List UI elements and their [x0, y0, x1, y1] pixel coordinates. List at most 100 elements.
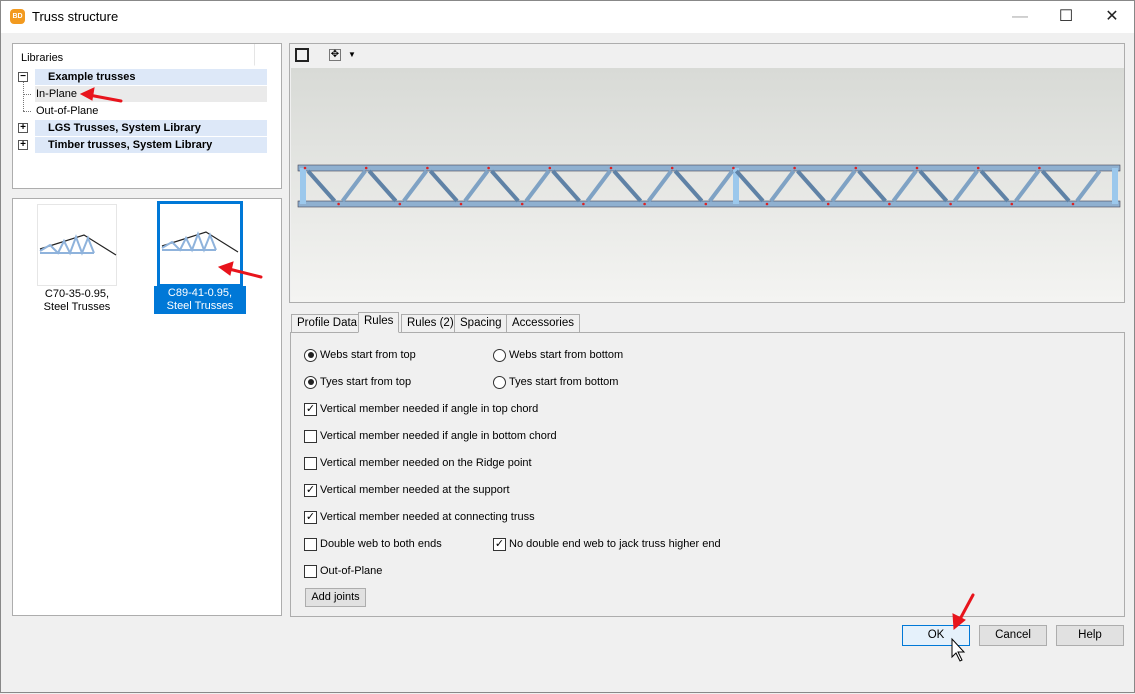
web-member: [1040, 169, 1071, 203]
tree-item-out-of-plane[interactable]: Out-of-Plane: [36, 105, 99, 117]
rule-checkbox[interactable]: Double web to both ends: [304, 537, 442, 551]
checkbox-icon: ✓: [304, 483, 317, 497]
checkbox-icon: ✓: [304, 510, 317, 524]
thumbnail-label-selected[interactable]: C89-41-0.95, Steel Trusses: [154, 286, 246, 314]
web-member: [306, 169, 337, 203]
tab-accessories[interactable]: Accessories: [506, 314, 580, 333]
web-member: [367, 169, 398, 203]
truss-preview-icon: [161, 231, 239, 253]
rule-checkbox[interactable]: ✓No double end web to jack truss higher …: [493, 537, 721, 551]
bottom-chord: [297, 200, 1121, 208]
viewport[interactable]: [291, 68, 1124, 302]
top-chord: [297, 164, 1121, 172]
tree-group-example-trusses[interactable]: Example trusses: [35, 69, 267, 85]
webs-bottom-radio[interactable]: Webs start from bottom: [493, 348, 623, 362]
collapse-icon[interactable]: −: [18, 72, 28, 82]
joint-marker: [888, 202, 891, 206]
web-member: [769, 169, 796, 203]
web-member: [585, 169, 612, 203]
web-member: [428, 169, 459, 203]
joint-marker: [303, 166, 307, 170]
checkbox-label: Out-of-Plane: [320, 565, 383, 577]
expand-icon[interactable]: +: [18, 123, 28, 133]
thumbnail-c89-selected[interactable]: [157, 201, 243, 287]
minimize-button[interactable]: —: [1012, 8, 1028, 25]
checkbox-label: No double end web to jack truss higher e…: [509, 538, 721, 550]
tab-profile-data[interactable]: Profile Data: [291, 314, 364, 333]
title-bar: BD Truss structure — ☐ ✕: [1, 1, 1134, 33]
cancel-button[interactable]: Cancel: [979, 625, 1047, 646]
radio-label: Tyes start from top: [320, 376, 412, 388]
web-member: [918, 169, 949, 203]
web-member: [1075, 169, 1102, 203]
tab-rules-2[interactable]: Rules (2): [401, 314, 460, 333]
ok-button[interactable]: OK: [902, 625, 970, 646]
web-member: [612, 169, 643, 203]
checkbox-label: Double web to both ends: [320, 538, 442, 550]
joint-marker: [487, 166, 490, 170]
truss-thumbnail-list[interactable]: C70-35-0.95, Steel Trusses C89-41-0.95, …: [12, 198, 282, 616]
rule-checkbox[interactable]: ✓Vertical member needed at connecting tr…: [304, 510, 535, 524]
tab-rules[interactable]: Rules: [358, 312, 400, 333]
joint-marker: [1071, 202, 1075, 206]
joint-marker: [548, 166, 552, 170]
truss-preview-icon: [39, 234, 117, 256]
web-member: [857, 169, 887, 203]
vertical-member: [300, 168, 306, 204]
web-member: [830, 169, 857, 203]
web-member: [708, 169, 734, 203]
rule-checkbox[interactable]: Vertical member needed if angle in botto…: [304, 429, 557, 443]
tree-item-in-plane[interactable]: In-Plane: [35, 86, 267, 102]
tyes-top-radio[interactable]: Tyes start from top: [304, 375, 411, 389]
tree-group-lgs-trusses[interactable]: LGS Trusses, System Library: [35, 120, 267, 136]
pan-icon[interactable]: ✥: [329, 49, 341, 61]
checkbox-label: Vertical member needed at connecting tru…: [320, 511, 535, 523]
webs-top-radio[interactable]: Webs start from top: [304, 348, 416, 362]
web-member: [524, 169, 551, 203]
library-tree[interactable]: Libraries − Example trusses In-Plane Out…: [12, 43, 282, 189]
rule-checkbox[interactable]: Out-of-Plane: [304, 564, 382, 578]
thumbnail-label[interactable]: C70-35-0.95, Steel Trusses: [43, 288, 111, 313]
joint-marker: [426, 166, 429, 170]
tab-spacing[interactable]: Spacing: [454, 314, 508, 333]
rules-panel: Webs start from top Webs start from bott…: [290, 332, 1125, 617]
web-member: [341, 169, 367, 203]
web-member: [490, 169, 520, 203]
window-title: Truss structure: [32, 9, 119, 24]
fit-view-icon[interactable]: [295, 48, 309, 62]
joint-marker: [793, 166, 796, 170]
web-member: [979, 169, 1010, 203]
close-button[interactable]: ✕: [1105, 8, 1119, 25]
thumbnail-c70[interactable]: [37, 204, 117, 286]
radio-icon: [493, 375, 506, 389]
checkbox-icon: [304, 456, 317, 470]
joint-marker: [732, 166, 735, 170]
add-joints-button[interactable]: Add joints: [305, 588, 366, 607]
web-member: [647, 169, 673, 203]
joint-marker: [609, 166, 613, 170]
checkbox-icon: ✓: [304, 402, 317, 416]
truss-3d-preview[interactable]: ✥ ▼: [289, 43, 1125, 303]
joint-marker: [976, 166, 980, 170]
checkbox-icon: [304, 537, 317, 551]
tree-group-timber-trusses[interactable]: Timber trusses, System Library: [35, 137, 267, 153]
radio-label: Tyes start from bottom: [509, 376, 619, 388]
rule-checkbox[interactable]: ✓Vertical member needed if angle in top …: [304, 402, 538, 416]
joint-marker: [337, 202, 340, 206]
web-member: [891, 169, 918, 203]
joint-marker: [582, 202, 585, 206]
tyes-bottom-radio[interactable]: Tyes start from bottom: [493, 375, 618, 389]
maximize-button[interactable]: ☐: [1058, 8, 1074, 25]
rule-checkbox[interactable]: ✓Vertical member needed at the support: [304, 483, 510, 497]
joint-marker: [854, 166, 858, 170]
checkbox-label: Vertical member needed if angle in botto…: [320, 430, 557, 442]
checkbox-icon: ✓: [493, 537, 506, 551]
expand-icon[interactable]: +: [18, 140, 28, 150]
web-member: [734, 169, 765, 203]
vertical-member: [733, 168, 739, 204]
vertical-member: [1112, 168, 1118, 204]
dropdown-arrow-icon[interactable]: ▼: [348, 50, 356, 59]
rule-checkbox[interactable]: Vertical member needed on the Ridge poin…: [304, 456, 532, 470]
help-button[interactable]: Help: [1056, 625, 1124, 646]
joint-marker: [643, 202, 646, 206]
